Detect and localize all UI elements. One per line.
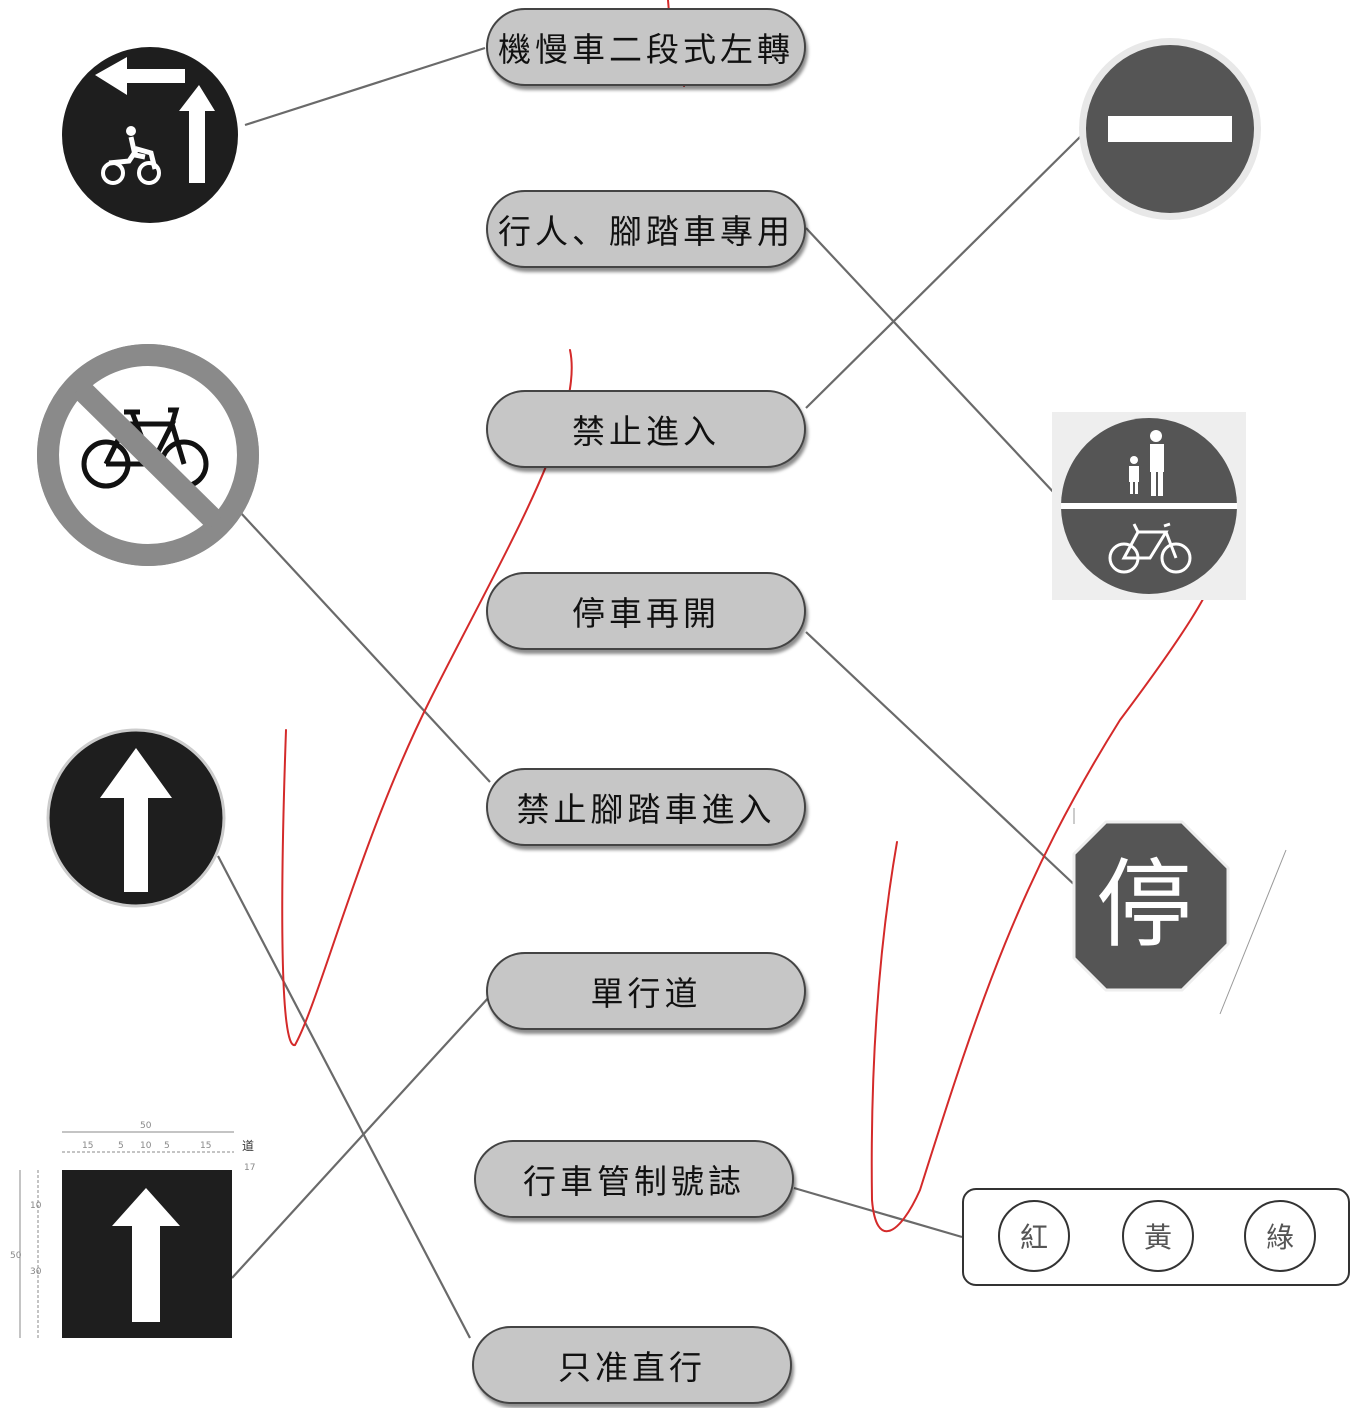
label-no-bicycles: 禁止腳踏車進入	[486, 768, 806, 846]
dim-right-label: 道	[242, 1139, 254, 1153]
dim-top-total: 50	[140, 1121, 152, 1131]
label-stop-then-go: 停車再開	[486, 572, 806, 650]
label-traffic-signal: 行車管制號誌	[474, 1140, 794, 1218]
label-text: 機慢車二段式左轉	[498, 30, 794, 69]
dim-side-part: 10	[30, 1201, 42, 1211]
stop-sign-text: 停	[1096, 849, 1192, 961]
label-no-entry: 禁止進入	[486, 390, 806, 468]
yellow-light: 黃	[1122, 1200, 1194, 1272]
dim-top-part: 15	[200, 1141, 211, 1151]
red-light: 紅	[998, 1200, 1070, 1272]
dim-side-total: 50	[10, 1251, 22, 1261]
label-moto-two-stage-left: 機慢車二段式左轉	[486, 8, 806, 86]
label-text: 禁止腳踏車進入	[516, 790, 776, 829]
label-text: 停車再開	[572, 594, 720, 633]
no-bicycles-sign	[37, 344, 259, 566]
label-ped-bike-only: 行人、腳踏車專用	[486, 190, 806, 268]
two-stage-left-turn-sign	[62, 47, 238, 223]
green-light-label: 綠	[1265, 1221, 1294, 1254]
dim-top-part: 15	[82, 1141, 93, 1151]
traffic-light-box: 紅 黃 綠	[962, 1188, 1350, 1286]
green-light: 綠	[1244, 1200, 1316, 1272]
label-text: 行車管制號誌	[523, 1162, 745, 1201]
pedestrian-bicycle-only-sign	[1052, 412, 1246, 600]
label-straight-only: 只准直行	[472, 1326, 792, 1404]
label-text: 禁止進入	[572, 412, 720, 451]
label-text: 行人、腳踏車專用	[498, 212, 794, 251]
stop-sign: 停	[1072, 808, 1287, 1015]
label-text: 單行道	[590, 974, 702, 1013]
dim-side-part: 30	[30, 1267, 42, 1277]
dim-top-part: 5	[164, 1141, 170, 1151]
label-text: 只准直行	[558, 1348, 706, 1387]
red-light-label: 紅	[1019, 1221, 1048, 1254]
dim-right-value: 17	[244, 1163, 255, 1173]
straight-only-sign	[46, 728, 226, 908]
dim-top-part: 10	[140, 1141, 152, 1151]
label-one-way: 單行道	[486, 952, 806, 1030]
one-way-sign: 50 15 5 10 5 15 道 17 50 10 30	[10, 1121, 255, 1338]
yellow-light-label: 黃	[1143, 1221, 1172, 1254]
no-entry-sign	[1079, 38, 1261, 220]
dim-top-part: 5	[118, 1141, 124, 1151]
